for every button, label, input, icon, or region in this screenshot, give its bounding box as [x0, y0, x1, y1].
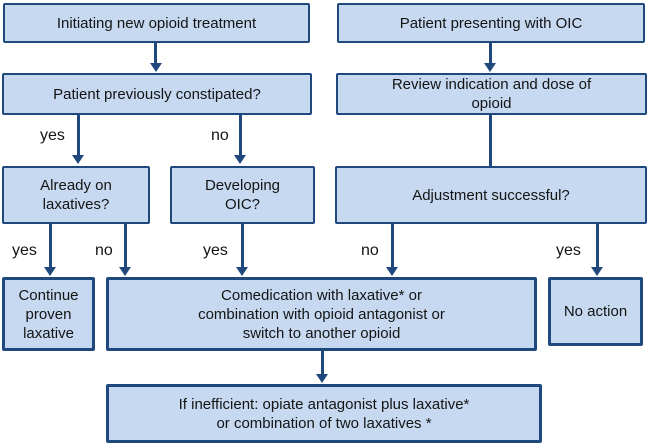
- arrowhead-presenting-to-review: [484, 63, 496, 72]
- arrowhead-laxatives-yes: [44, 267, 56, 276]
- connector-initiating-to-constipated-line: [154, 43, 157, 64]
- node-comedication-options: Comedication with laxative* or combinati…: [106, 277, 537, 351]
- node-review-indication-and-dose: Review indication and dose of opioid: [336, 73, 647, 115]
- arrowhead-constipated-no: [234, 155, 246, 164]
- arrowhead-adjustment-no: [386, 267, 398, 276]
- node-adjustment-successful: Adjustment successful?: [335, 166, 647, 224]
- edge-label-laxatives-no: no: [95, 242, 113, 259]
- edge-label-adjustment-no: no: [361, 242, 379, 259]
- arrowhead-laxatives-no: [119, 267, 131, 276]
- node-initiating-new-opioid-treatment: Initiating new opioid treatment: [3, 3, 310, 43]
- arrowhead-constipated-yes: [72, 155, 84, 164]
- node-if-inefficient: If inefficient: opiate antagonist plus l…: [106, 384, 542, 443]
- node-patient-previously-constipated: Patient previously constipated?: [2, 73, 312, 115]
- connector-adjustment-no-line: [391, 224, 394, 268]
- edge-label-constipated-yes: yes: [40, 127, 65, 144]
- connector-laxatives-yes-line: [49, 224, 52, 268]
- edge-label-adjustment-yes: yes: [556, 242, 581, 259]
- node-continue-proven-laxative: Continue proven laxative: [2, 277, 95, 351]
- connector-constipated-no-line: [239, 115, 242, 156]
- arrowhead-adjustment-yes: [591, 267, 603, 276]
- connector-laxatives-no-line: [124, 224, 127, 268]
- connector-review-to-adjustment-line: [489, 115, 492, 166]
- edge-label-constipated-no: no: [211, 127, 229, 144]
- node-developing-oic: Developing OIC?: [170, 166, 315, 224]
- arrowhead-comedication-to-inefficient: [316, 374, 328, 383]
- node-patient-presenting-with-oic: Patient presenting with OIC: [337, 3, 645, 43]
- connector-constipated-yes-line: [77, 115, 80, 156]
- connector-developing-yes-line: [241, 224, 244, 268]
- connector-presenting-to-review-line: [489, 43, 492, 64]
- arrowhead-developing-yes: [236, 267, 248, 276]
- edge-label-developing-yes: yes: [203, 242, 228, 259]
- connector-adjustment-yes-line: [596, 224, 599, 268]
- edge-label-laxatives-yes: yes: [12, 242, 37, 259]
- connector-comedication-to-inefficient-line: [321, 351, 324, 375]
- node-no-action: No action: [548, 277, 643, 346]
- node-already-on-laxatives: Already on laxatives?: [2, 166, 150, 224]
- arrowhead-initiating-to-constipated: [150, 63, 162, 72]
